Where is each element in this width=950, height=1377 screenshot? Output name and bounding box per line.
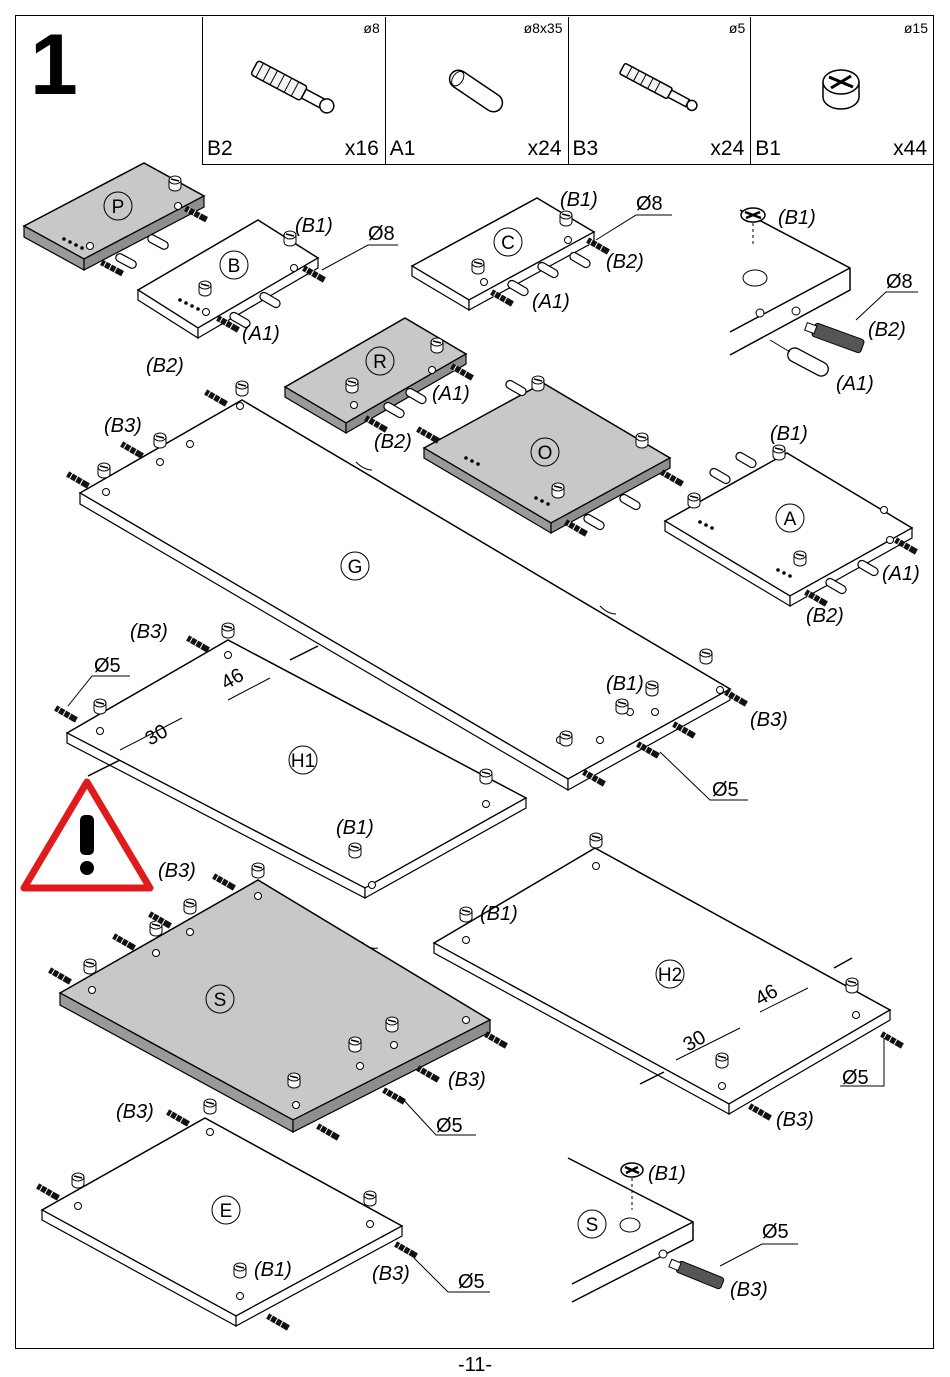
label-b3: (B3) — [158, 860, 196, 882]
panel-label-h2: H2 — [658, 965, 682, 986]
panel-h1 — [53, 622, 528, 900]
part-qty: x16 — [344, 137, 379, 160]
label-b2: (B2) — [868, 319, 906, 341]
label-b1: (B1) — [778, 207, 816, 229]
panel-b — [136, 219, 327, 340]
label-b3: (B3) — [448, 1069, 486, 1091]
detail-corner-top — [729, 207, 865, 377]
label-b1: (B1) — [606, 673, 644, 695]
label-b1: (B1) — [648, 1163, 686, 1185]
label-d8: Ø8 — [886, 271, 913, 293]
label-a1: (A1) — [432, 383, 470, 405]
part-cell-b2: ø8 B2 x16 — [203, 17, 386, 164]
part-code: B3 — [572, 137, 599, 160]
panel-a — [663, 444, 919, 608]
part-cell-b1: ø15 B1 x44 — [751, 17, 933, 164]
panel-c — [410, 197, 611, 312]
part-size: ø8 — [363, 20, 380, 36]
label-a1: (A1) — [532, 291, 570, 313]
label-b3: (B3) — [750, 709, 788, 731]
label-b2: (B2) — [146, 355, 184, 377]
panel-label-s-detail: S — [586, 1215, 599, 1236]
panel-label-p: P — [112, 197, 125, 218]
part-code: B1 — [755, 137, 781, 160]
panel-label-o: O — [538, 443, 553, 464]
panel-e — [35, 1098, 419, 1332]
label-d8: Ø8 — [636, 193, 663, 215]
label-b3: (B3) — [776, 1109, 814, 1131]
part-size: ø5 — [728, 20, 746, 36]
wooden-dowel-icon — [448, 69, 503, 113]
label-b1: (B1) — [295, 215, 333, 237]
part-size: ø8x35 — [523, 20, 563, 36]
label-d8: Ø8 — [368, 223, 395, 245]
label-b3: (B3) — [116, 1101, 154, 1123]
cam-bolt-icon — [250, 60, 335, 114]
panel-label-b: B — [228, 256, 241, 277]
panel-o — [415, 375, 685, 538]
label-b3: (B3) — [104, 415, 142, 437]
part-size: ø15 — [903, 20, 928, 36]
panel-label-s: S — [214, 990, 227, 1011]
panel-r — [283, 317, 475, 435]
label-b2: (B2) — [806, 605, 844, 627]
label-b2: (B2) — [606, 251, 644, 273]
label-b3: (B3) — [372, 1263, 410, 1285]
label-d5: Ø5 — [436, 1115, 463, 1137]
label-d5: Ø5 — [94, 655, 121, 677]
panel-label-g: G — [348, 557, 363, 578]
parts-table: ø8 B2 x16 ø8x35 A1 x24 ø5 — [202, 17, 933, 165]
callout-labels: (B1) Ø8 (A1) (B1) Ø8 (B2) (A1) (B1) Ø8 (… — [94, 189, 920, 1301]
step-number: 1 — [30, 17, 78, 113]
label-a1: (A1) — [242, 323, 280, 345]
part-code: B2 — [207, 137, 233, 160]
label-b3: (B3) — [130, 621, 168, 643]
label-d5: Ø5 — [712, 779, 739, 801]
panel-g — [65, 380, 749, 792]
label-b1: (B1) — [770, 423, 808, 445]
panel-s — [47, 862, 509, 1142]
label-b1: (B1) — [254, 1259, 292, 1281]
label-b1: (B1) — [560, 189, 598, 211]
warning-icon — [20, 778, 154, 892]
page-frame — [15, 15, 934, 1349]
detail-corner-bottom — [567, 1157, 725, 1303]
panel-label-a: A — [784, 509, 797, 530]
part-qty: x24 — [710, 137, 745, 160]
label-b1: (B1) — [336, 817, 374, 839]
page-number: -11- — [457, 1354, 493, 1376]
small-cam-bolt-icon — [618, 63, 698, 112]
label-d5: Ø5 — [458, 1271, 485, 1293]
label-b2: (B2) — [374, 431, 412, 453]
panel-label-c: C — [501, 233, 515, 254]
panel-label-r: R — [373, 352, 387, 373]
part-qty: x44 — [893, 137, 927, 160]
label-a1: (A1) — [882, 563, 920, 585]
part-cell-a1: ø8x35 A1 x24 — [386, 17, 569, 164]
panel-label-h1: H1 — [291, 751, 315, 772]
label-b3: (B3) — [730, 1279, 768, 1301]
label-a1: (A1) — [836, 373, 874, 395]
cam-lock-icon — [822, 69, 860, 110]
panel-h2 — [432, 832, 905, 1122]
label-b1: (B1) — [480, 903, 518, 925]
label-d5: Ø5 — [762, 1221, 789, 1243]
part-cell-b3: ø5 B3 x24 — [569, 17, 752, 164]
part-code: A1 — [389, 137, 416, 160]
panel-p — [22, 162, 209, 277]
leader-lines — [67, 214, 918, 1293]
part-qty: x24 — [527, 137, 562, 160]
panel-label-e: E — [220, 1201, 233, 1222]
label-d5: Ø5 — [842, 1067, 869, 1089]
